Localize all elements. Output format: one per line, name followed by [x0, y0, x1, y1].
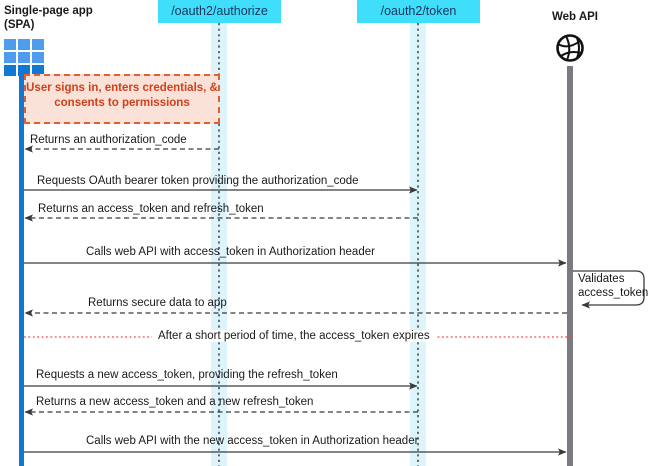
arrow-msg-validate — [573, 270, 645, 309]
divider-expiry-label: After a short period of time, the access… — [152, 330, 436, 342]
actor-title-webapi: Web API — [551, 11, 598, 23]
actor-header-authorize[interactable]: /oauth2/authorize — [158, 0, 281, 23]
lifeline-band-authorize — [211, 23, 227, 466]
msg-label-validate: Validates access_token — [578, 273, 649, 299]
globe-icon — [556, 34, 584, 62]
msg-label-call-api: Calls web API with access_token in Autho… — [86, 246, 375, 258]
msg-label-request-new-token: Requests a new access_token, providing t… — [36, 369, 338, 381]
msg-label-returns-tokens: Returns an access_token and refresh_toke… — [38, 203, 264, 215]
msg-label-call-api-new: Calls web API with the new access_token … — [86, 435, 419, 447]
msg-label-secure-data: Returns secure data to app — [88, 297, 227, 309]
lifeline-band-token — [410, 23, 426, 466]
lifeline-webapi — [567, 66, 573, 466]
actor-header-token[interactable]: /oauth2/token — [357, 0, 480, 23]
lifeline-spa — [19, 72, 24, 466]
app-grid-icon — [4, 39, 44, 76]
msg-label-returns-new-tokens: Returns a new access_token and a new ref… — [36, 396, 314, 408]
note-consent: User signs in, enters credentials, & con… — [24, 74, 220, 124]
msg-label-request-bearer: Requests OAuth bearer token providing th… — [37, 175, 359, 187]
actor-title-spa: Single-page app (SPA) — [4, 5, 93, 31]
msg-label-auth-code: Returns an authorization_code — [30, 134, 187, 146]
